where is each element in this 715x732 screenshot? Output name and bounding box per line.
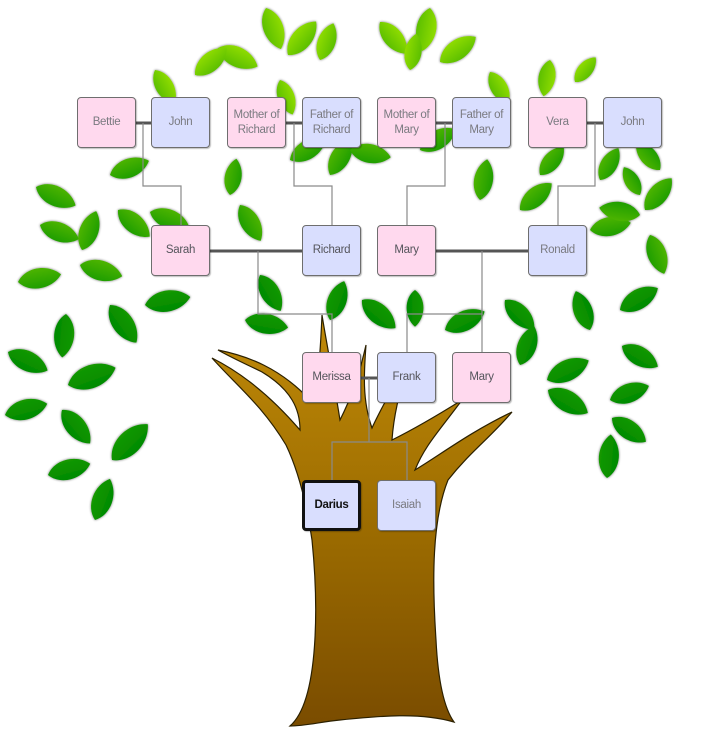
person-merissa[interactable]: Merissa bbox=[302, 352, 361, 403]
person-ronald[interactable]: Ronald bbox=[528, 225, 587, 276]
person-mary-grandmother[interactable]: Mary bbox=[377, 225, 436, 276]
person-isaiah[interactable]: Isaiah bbox=[377, 480, 436, 531]
person-vera[interactable]: Vera bbox=[528, 97, 587, 148]
person-father-of-mary[interactable]: Father of Mary bbox=[452, 97, 511, 148]
person-richard[interactable]: Richard bbox=[302, 225, 361, 276]
person-frank[interactable]: Frank bbox=[377, 352, 436, 403]
person-darius-selected[interactable]: Darius bbox=[302, 480, 361, 531]
relationship-connectors bbox=[136, 121, 603, 480]
person-mother-of-mary[interactable]: Mother of Mary bbox=[377, 97, 436, 148]
person-bettie[interactable]: Bettie bbox=[77, 97, 136, 148]
person-father-of-richard[interactable]: Father of Richard bbox=[302, 97, 361, 148]
person-mother-of-richard[interactable]: Mother of Richard bbox=[227, 97, 286, 148]
person-john-maternal[interactable]: John bbox=[603, 97, 662, 148]
person-john-paternal[interactable]: John bbox=[151, 97, 210, 148]
person-sarah[interactable]: Sarah bbox=[151, 225, 210, 276]
tree-trunk bbox=[211, 314, 513, 727]
person-mary-aunt[interactable]: Mary bbox=[452, 352, 511, 403]
